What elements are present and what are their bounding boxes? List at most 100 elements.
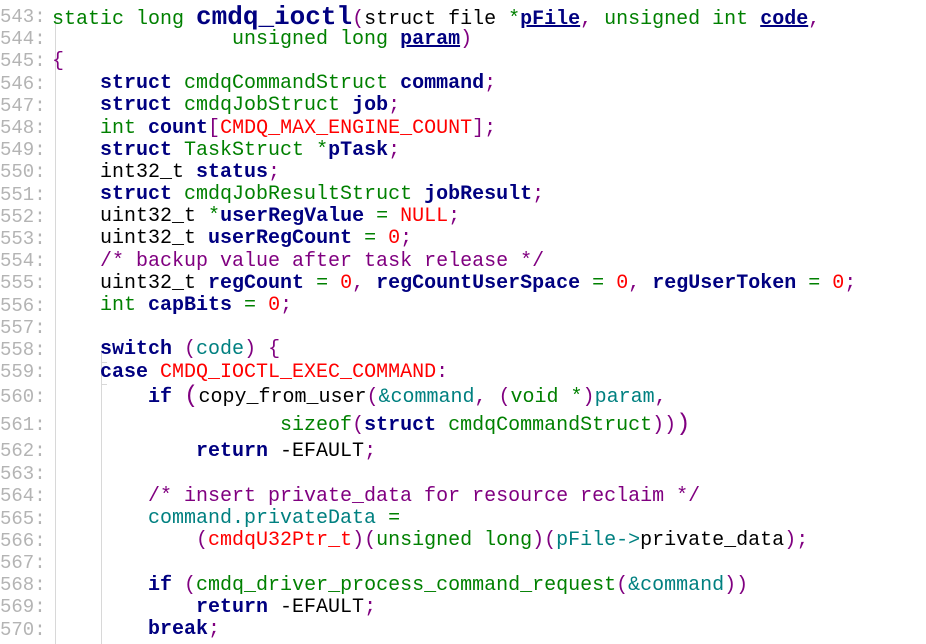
code-token — [52, 139, 100, 162]
code-text: struct cmdqCommandStruct command; — [52, 72, 496, 95]
code-token: uint32_t — [100, 271, 209, 295]
code-token: param — [400, 27, 461, 51]
code-token: struct — [364, 414, 449, 438]
code-token — [52, 183, 100, 206]
code-token: , — [580, 8, 605, 32]
code-token: &command — [378, 386, 475, 410]
code-token: ) — [582, 386, 595, 410]
line-number: 564: — [0, 485, 46, 508]
code-text: command.privateData = — [52, 507, 400, 530]
code-token: int — [100, 294, 149, 318]
line-number: 562: — [0, 440, 46, 463]
code-token: )) — [652, 414, 677, 438]
code-token — [52, 507, 148, 530]
code-token: , — [808, 8, 821, 32]
code-text: int capBits = 0; — [52, 294, 292, 317]
switch-indent-guide — [101, 350, 102, 644]
code-token: return — [196, 595, 281, 619]
indent-guide — [55, 14, 56, 644]
line-number: 559: — [0, 361, 46, 384]
line-number: 569: — [0, 596, 46, 619]
code-text: uint32_t regCount = 0, regCountUserSpace… — [52, 272, 856, 295]
code-token — [52, 294, 100, 317]
code-token: = — [388, 507, 401, 531]
code-line: 554: /* backup value after task release … — [0, 249, 926, 273]
code-token — [52, 227, 100, 250]
code-token: capBits — [148, 294, 245, 318]
code-token: ; — [388, 94, 401, 118]
code-token: TaskStruct — [184, 138, 317, 162]
code-token: )( — [532, 529, 557, 553]
code-token: unsigned int — [604, 8, 761, 32]
code-token: , — [352, 271, 377, 295]
code-token: /* insert private_data for resource recl… — [148, 484, 701, 508]
code-token: , — [628, 271, 653, 295]
code-line: 559: case CMDQ_IOCTL_EXEC_COMMAND: — [0, 361, 926, 384]
code-token: cmdq_driver_process_command_request — [196, 573, 617, 597]
code-line: 553: uint32_t userRegCount = 0; — [0, 227, 926, 251]
code-token: ( — [184, 338, 197, 362]
code-line: 570: break; — [0, 618, 926, 642]
code-token: struct file — [364, 8, 509, 32]
code-line: 543:static long cmdq_ioctl(struct file *… — [0, 2, 926, 32]
code-line: 563: — [0, 463, 926, 485]
code-text: struct cmdqJobStruct job; — [52, 94, 400, 117]
code-line: 558: switch (code) { — [0, 338, 926, 361]
line-number: 549: — [0, 139, 46, 162]
code-token: * — [570, 386, 583, 410]
code-line: 544: unsigned long param) — [0, 27, 926, 51]
code-token: struct — [100, 138, 185, 162]
code-text: switch (code) { — [52, 338, 280, 361]
code-line: 557: — [0, 317, 926, 339]
code-token: : — [436, 360, 449, 384]
code-line: 552: uint32_t *userRegValue = NULL; — [0, 205, 926, 228]
code-line: 545: { — [0, 50, 926, 73]
code-token: cmdqCommandStruct — [184, 72, 401, 96]
code-token: ( — [616, 573, 629, 597]
code-token: sizeof — [280, 414, 353, 438]
line-number: 545: — [0, 50, 46, 73]
code-token — [52, 117, 100, 140]
code-text: int32_t status; — [52, 161, 280, 184]
code-token: code — [196, 338, 245, 362]
code-token — [52, 338, 100, 361]
code-token: ; — [364, 595, 377, 619]
line-number: 557: — [0, 316, 46, 339]
code-token — [52, 485, 148, 508]
fold-marker — [55, 14, 61, 15]
code-token: /* backup value after task release */ — [100, 249, 545, 273]
code-token: job — [352, 94, 389, 118]
line-number: 555: — [0, 272, 46, 295]
code-token: ; — [268, 160, 281, 184]
code-line: 548: int count[CMDQ_MAX_ENGINE_COUNT]; — [0, 117, 926, 140]
code-line: 550: int32_t status; — [0, 161, 926, 184]
code-token: ( — [196, 529, 209, 553]
code-token: ; — [844, 271, 857, 295]
code-token: struct — [100, 72, 185, 96]
code-line: 546: struct cmdqCommandStruct command; — [0, 72, 926, 95]
code-token: ; — [280, 294, 293, 318]
code-token: break — [148, 618, 209, 642]
code-text: uint32_t *userRegValue = NULL; — [52, 205, 460, 228]
code-token: ( — [352, 414, 365, 438]
code-text: static long cmdq_ioctl(struct file *pFil… — [52, 2, 820, 32]
code-token: param — [594, 386, 655, 410]
code-text: int count[CMDQ_MAX_ENGINE_COUNT]; — [52, 117, 496, 140]
code-token: count — [148, 116, 209, 140]
code-token: struct — [100, 94, 185, 118]
code-token — [52, 272, 100, 295]
code-token: pFile-> — [556, 529, 641, 553]
code-text: case CMDQ_IOCTL_EXEC_COMMAND: — [52, 361, 448, 384]
code-token — [52, 205, 100, 228]
line-number: 553: — [0, 227, 46, 250]
fold-marker — [101, 384, 107, 385]
code-token: switch — [100, 338, 185, 362]
code-line: 565: command.privateData = — [0, 507, 926, 530]
code-token: NULL — [400, 205, 449, 229]
code-token: ; — [208, 618, 221, 642]
code-token: CMDQ_IOCTL_EXEC_COMMAND — [160, 360, 437, 384]
code-token: = — [364, 227, 389, 251]
code-text: { — [52, 50, 64, 73]
code-token: ); — [784, 529, 809, 553]
